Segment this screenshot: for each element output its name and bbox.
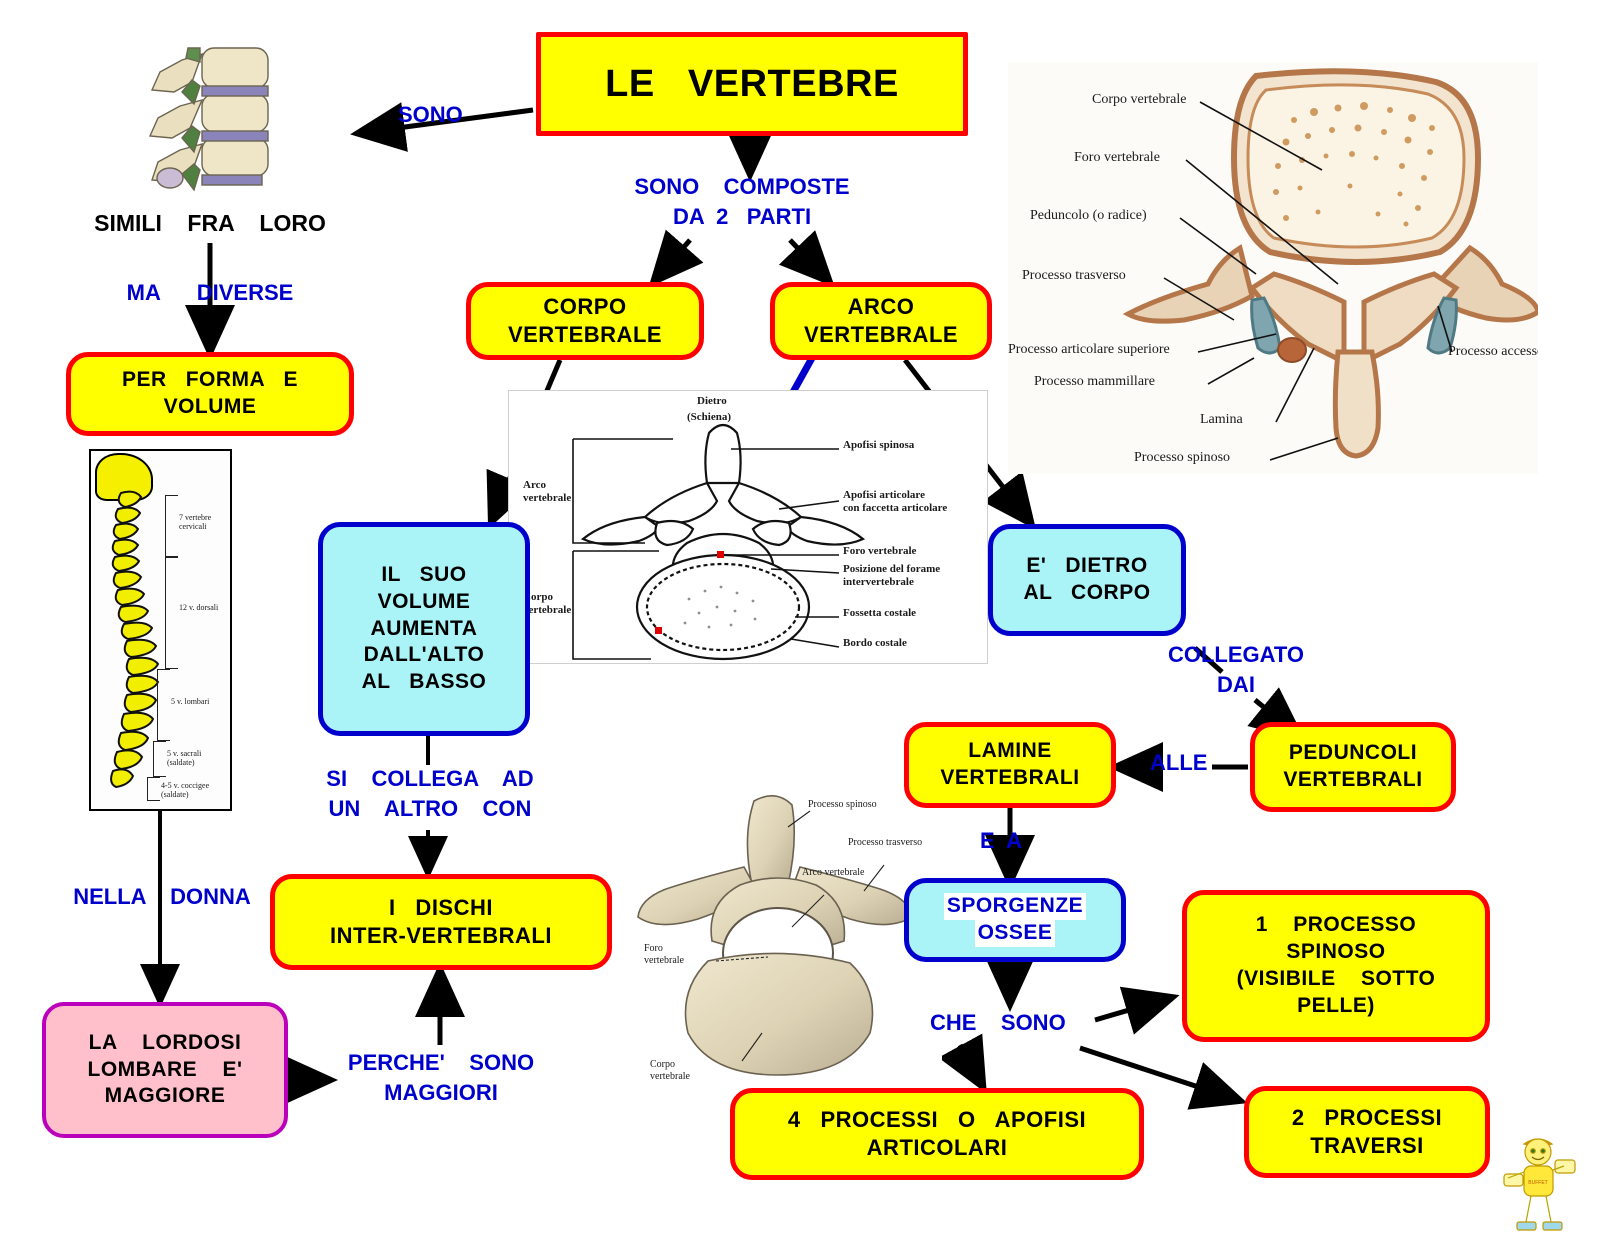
node-processo-spinoso-line-1: 1 PROCESSO <box>1255 913 1417 937</box>
node-volume-line-3: AUMENTA <box>370 616 478 640</box>
figure-label-processo-accessorio: Processo accessorio <box>1448 344 1538 359</box>
figure-label-lamina: Lamina <box>1200 412 1243 427</box>
figure-label-processo-articolare-superiore: Processo articolare superiore <box>1008 342 1170 357</box>
figure-label-processo-spinoso: Processo spinoso <box>1134 450 1231 465</box>
vertebra-line-drawing-figure: Dietro (Schiena) Arco vertebrale Corpo v… <box>508 390 988 664</box>
node-corpo-vertebrale-line-1: CORPO <box>543 293 627 319</box>
linedraw-label-foro-vertebrale: Foro vertebrale <box>843 545 917 557</box>
linedraw-label-dietro: Dietro <box>697 395 727 407</box>
label-sono: SONO <box>398 102 463 127</box>
node-processi-traversi-line-1: 2 PROCESSI <box>1291 1104 1443 1130</box>
figure-label-peduncolo: Peduncolo (o radice) <box>1030 208 1147 223</box>
node-processi-articolari-line-1: 4 PROCESSI O APOFISI <box>787 1106 1087 1132</box>
node-arco-vertebrale[interactable]: ARCO VERTEBRALE <box>770 282 992 360</box>
node-sporgenze-line-1: SPORGENZE <box>943 893 1087 920</box>
node-arco-vertebrale-line-1: ARCO <box>847 293 915 319</box>
node-corpo-vertebrale-line-2: VERTEBRALE <box>507 322 663 347</box>
linedraw-label-fossetta-costale: Fossetta costale <box>843 607 917 619</box>
linedraw-label-schiena: (Schiena) <box>687 411 731 423</box>
bracket-dorsal <box>165 557 178 669</box>
photo-label-arco-vertebrale: Arco vertebrale <box>802 867 865 878</box>
label-si-collega-ad-un-altro-con: SI COLLEGA AD UN ALTRO CON <box>326 766 534 821</box>
figure-label-processo-trasverso: Processo trasverso <box>1022 268 1126 283</box>
lumbar-vertebra-cross-section-figure: Corpo vertebrale Foro vertebrale Pedunco… <box>1008 62 1538 474</box>
spine-label-lombari: 5 v. lombari <box>171 697 210 706</box>
node-arco-vertebrale-line-2: VERTEBRALE <box>803 322 959 347</box>
label-simili-fra-loro: SIMILI FRA LORO <box>94 210 326 236</box>
figure-label-processo-mammillare: Processo mammillare <box>1034 374 1155 389</box>
label-e-a: E A <box>980 828 1022 853</box>
node-sporgenze-line-2: OSSEE <box>974 920 1056 947</box>
bracket-lumbar <box>157 669 170 741</box>
node-processi-traversi-line-2: TRAVERSI <box>1310 1133 1424 1158</box>
node-lamine-line-1: LAMINE <box>968 739 1052 763</box>
linedraw-label-bordo-costale: Bordo costale <box>843 637 907 649</box>
node-lordosi-lombare[interactable]: LA LORDOSI LOMBARE E' MAGGIORE <box>42 1002 288 1138</box>
node-volume-line-4: DALL'ALTO <box>363 643 485 667</box>
node-dietro-line-2: AL CORPO <box>1023 581 1151 604</box>
node-processo-spinoso[interactable]: 1 PROCESSO SPINOSO (VISIBILE SOTTO PELLE… <box>1182 890 1490 1042</box>
spine-label-cervicali: 7 vertebre cervicali <box>179 513 212 532</box>
node-per-forma-e-volume[interactable]: PER FORMA E VOLUME <box>66 352 354 436</box>
node-lordosi-line-3: MAGGIORE <box>104 1084 226 1108</box>
node-le-vertebre[interactable]: LE VERTEBRE <box>536 32 968 136</box>
node-processo-spinoso-line-4: PELLE) <box>1297 993 1375 1017</box>
linedraw-label-apofisi-articolare: Apofisi articolare con faccetta articola… <box>843 489 948 514</box>
node-dietro-line-1: E' DIETRO <box>1026 554 1148 578</box>
label-alle: ALLE <box>1150 750 1208 775</box>
node-volume-line-1: IL SUO <box>381 562 467 586</box>
linedraw-label-apofisi-spinosa: Apofisi spinosa <box>843 439 915 451</box>
node-dischi-intervertebrali[interactable]: I DISCHI INTER-VERTEBRALI <box>270 874 612 970</box>
node-processi-articolari-line-2: ARTICOLARI <box>866 1135 1008 1160</box>
bracket-sacral <box>153 741 166 777</box>
spine-label-dorsali: 12 v. dorsali <box>179 603 219 612</box>
figure-label-corpo-vertebrale: Corpo vertebrale <box>1092 92 1187 107</box>
vertebrae-stack-illustration <box>130 42 295 202</box>
bracket-cervical <box>165 495 178 557</box>
svg-text:BUFFET: BUFFET <box>1528 1180 1547 1186</box>
spine-label-coccigee: 4-5 v. coccigee (saldate) <box>161 781 210 800</box>
linedraw-label-arco-vertebrale: Arco vertebrale <box>523 479 572 504</box>
linedraw-label-posizione-forame: Posizione del forame intervertebrale <box>843 563 941 588</box>
linedraw-label-corpo-vertebrale: Corpo vertebrale <box>523 591 572 616</box>
node-peduncoli-vertebrali[interactable]: PEDUNCOLI VERTEBRALI <box>1250 722 1456 812</box>
vertebra-superior-view-photo: Processo spinoso Processo trasverso Arco… <box>612 775 942 1090</box>
label-che-sono: CHE SONO <box>930 1010 1066 1035</box>
node-volume-aumenta[interactable]: IL SUO VOLUME AUMENTA DALL'ALTO AL BASSO <box>318 522 530 736</box>
node-processi-traversi[interactable]: 2 PROCESSI TRAVERSI <box>1244 1086 1490 1178</box>
spine-label-sacrali: 5 v. sacrali (saldate) <box>167 749 202 768</box>
node-lordosi-line-2: LOMBARE E' <box>87 1057 243 1081</box>
label-ma-diverse: MA DIVERSE <box>126 280 294 305</box>
node-corpo-vertebrale[interactable]: CORPO VERTEBRALE <box>466 282 704 360</box>
node-dischi-line-2: INTER-VERTEBRALI <box>330 923 552 948</box>
node-per-forma-line-2: VOLUME <box>163 395 257 418</box>
node-lordosi-line-1: LA LORDOSI <box>88 1030 242 1054</box>
bracket-coccyx <box>147 777 160 801</box>
node-peduncoli-line-1: PEDUNCOLI <box>1288 741 1418 765</box>
photo-label-processo-trasverso: Processo trasverso <box>848 837 923 848</box>
vertebral-column-figure: 7 vertebre cervicali 12 v. dorsali 5 v. … <box>89 449 232 811</box>
photo-label-foro-vertebrale: Foro vertebrale <box>644 943 684 966</box>
node-processo-spinoso-line-2: SPINOSO <box>1286 940 1386 964</box>
node-per-forma-line-1: PER FORMA E <box>122 368 298 392</box>
label-nella-donna: NELLA DONNA <box>73 884 251 909</box>
figure-label-foro-vertebrale: Foro vertebrale <box>1074 150 1160 165</box>
node-processo-spinoso-line-3: (VISIBILE SOTTO <box>1236 967 1436 990</box>
label-sono-composte: SONO COMPOSTE DA 2 PARTI <box>634 174 850 229</box>
node-volume-line-5: AL BASSO <box>361 670 487 694</box>
node-peduncoli-line-2: VERTEBRALI <box>1283 768 1423 791</box>
label-perche-sono-maggiori: PERCHE' SONO MAGGIORI <box>347 1050 535 1105</box>
photo-label-corpo-vertebrale: Corpo vertebrale <box>650 1059 690 1082</box>
node-lamine-vertebrali[interactable]: LAMINE VERTEBRALI <box>904 722 1116 808</box>
node-sporgenze-ossee[interactable]: SPORGENZE OSSEE <box>904 878 1126 962</box>
photo-label-processo-spinoso: Processo spinoso <box>808 799 877 810</box>
node-dischi-line-1: I DISCHI <box>388 894 493 920</box>
node-lamine-line-2: VERTEBRALI <box>940 766 1080 789</box>
node-dietro-al-corpo[interactable]: E' DIETRO AL CORPO <box>988 524 1186 636</box>
node-processi-articolari[interactable]: 4 PROCESSI O APOFISI ARTICOLARI <box>730 1088 1144 1180</box>
cartoon-mascot-figure: BUFFET <box>1498 1130 1582 1238</box>
node-volume-line-2: VOLUME <box>377 589 471 613</box>
label-collegato-dai: COLLEGATO DAI <box>1167 642 1305 697</box>
node-le-vertebre-line-1: LE VERTEBRE <box>605 62 899 105</box>
